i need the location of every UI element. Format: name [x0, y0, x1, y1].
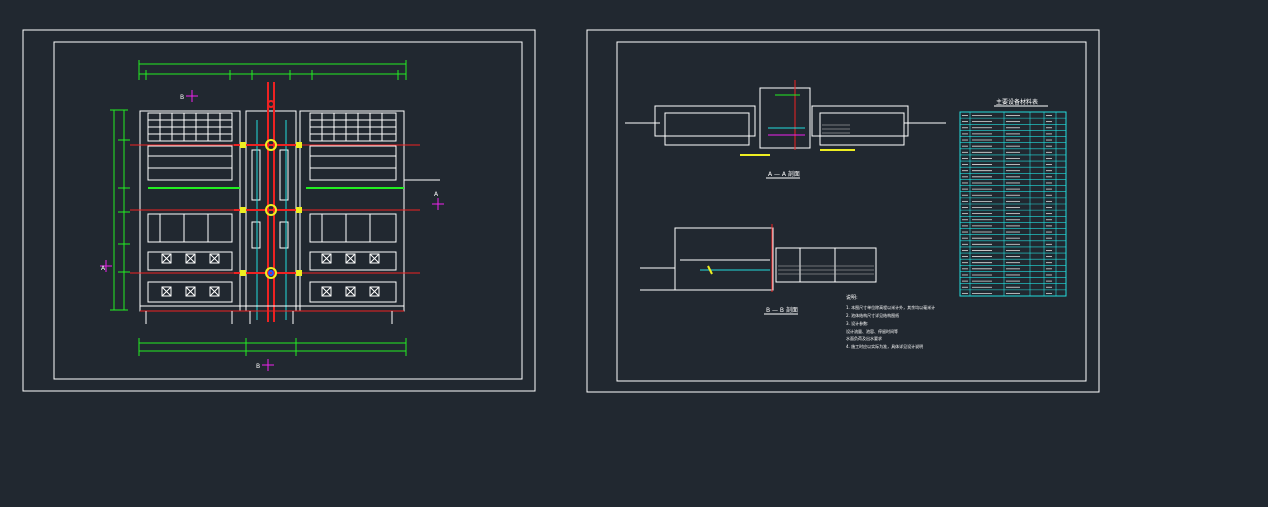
right-sheet: A — A 剖面 B — B 剖面 说明: 1. 本图尺寸单位除高程以米 — [586, 29, 1100, 393]
material-table-title: 主要设备材料表 — [996, 98, 1038, 106]
section-bb-fill — [778, 265, 874, 275]
valve-nodes — [265, 100, 277, 279]
right-basin-diffusers — [321, 253, 380, 297]
outlet-leaders — [145, 179, 440, 324]
right-sheet-inner-frame — [616, 41, 1087, 382]
section-bb-pipes — [700, 224, 773, 292]
notes-title: 说明: — [846, 294, 858, 301]
note-line-6: 4. 施工时应以实际为准，具体详见设计说明 — [846, 343, 923, 349]
right-sheet-outer-frame — [586, 29, 1100, 393]
notes-block: 说明: 1. 本图尺寸单位除高程以米计外，其余均以毫米计 2. 池体结构尺寸详见… — [846, 294, 935, 349]
note-line-1: 1. 本图尺寸单位除高程以米计外，其余均以毫米计 — [846, 304, 935, 310]
section-label-b-top: B — [180, 94, 184, 101]
left-sheet: B B A A — [22, 29, 536, 392]
section-aa-fill — [822, 124, 850, 134]
left-sheet-inner-frame — [53, 41, 523, 380]
section-aa-title: A — A 剖面 — [768, 170, 800, 178]
section-marks: B B A A — [100, 90, 444, 371]
left-basin-diffusers — [161, 253, 220, 297]
note-line-5: 水面负荷及出水要求 — [846, 335, 882, 341]
red-main-pipe — [234, 82, 300, 322]
left-dimension-lines — [110, 109, 130, 311]
material-table — [959, 111, 1067, 297]
right-basin — [299, 110, 405, 312]
section-label-a-right: A — [434, 191, 439, 198]
cyan-pipes — [256, 120, 287, 320]
section-aa-pipes — [740, 80, 855, 156]
section-bb-title: B — B 剖面 — [766, 306, 798, 314]
section-label-a-left: A — [101, 265, 106, 272]
pipe-fittings — [240, 142, 302, 276]
left-sheet-outer-frame — [22, 29, 536, 392]
section-bb-drawing — [640, 227, 877, 291]
top-dimension-lines — [138, 60, 407, 80]
note-line-2: 2. 池体结构尺寸详见结构图纸 — [846, 312, 899, 318]
section-aa-drawing — [625, 87, 946, 149]
bottom-dimension-lines — [138, 338, 407, 356]
left-basin — [139, 110, 241, 312]
note-line-3: 3. 设计参数: — [846, 320, 868, 326]
section-label-b-bottom: B — [256, 363, 260, 370]
note-line-4: 设计流量、池容、停留时间等 — [846, 328, 898, 334]
